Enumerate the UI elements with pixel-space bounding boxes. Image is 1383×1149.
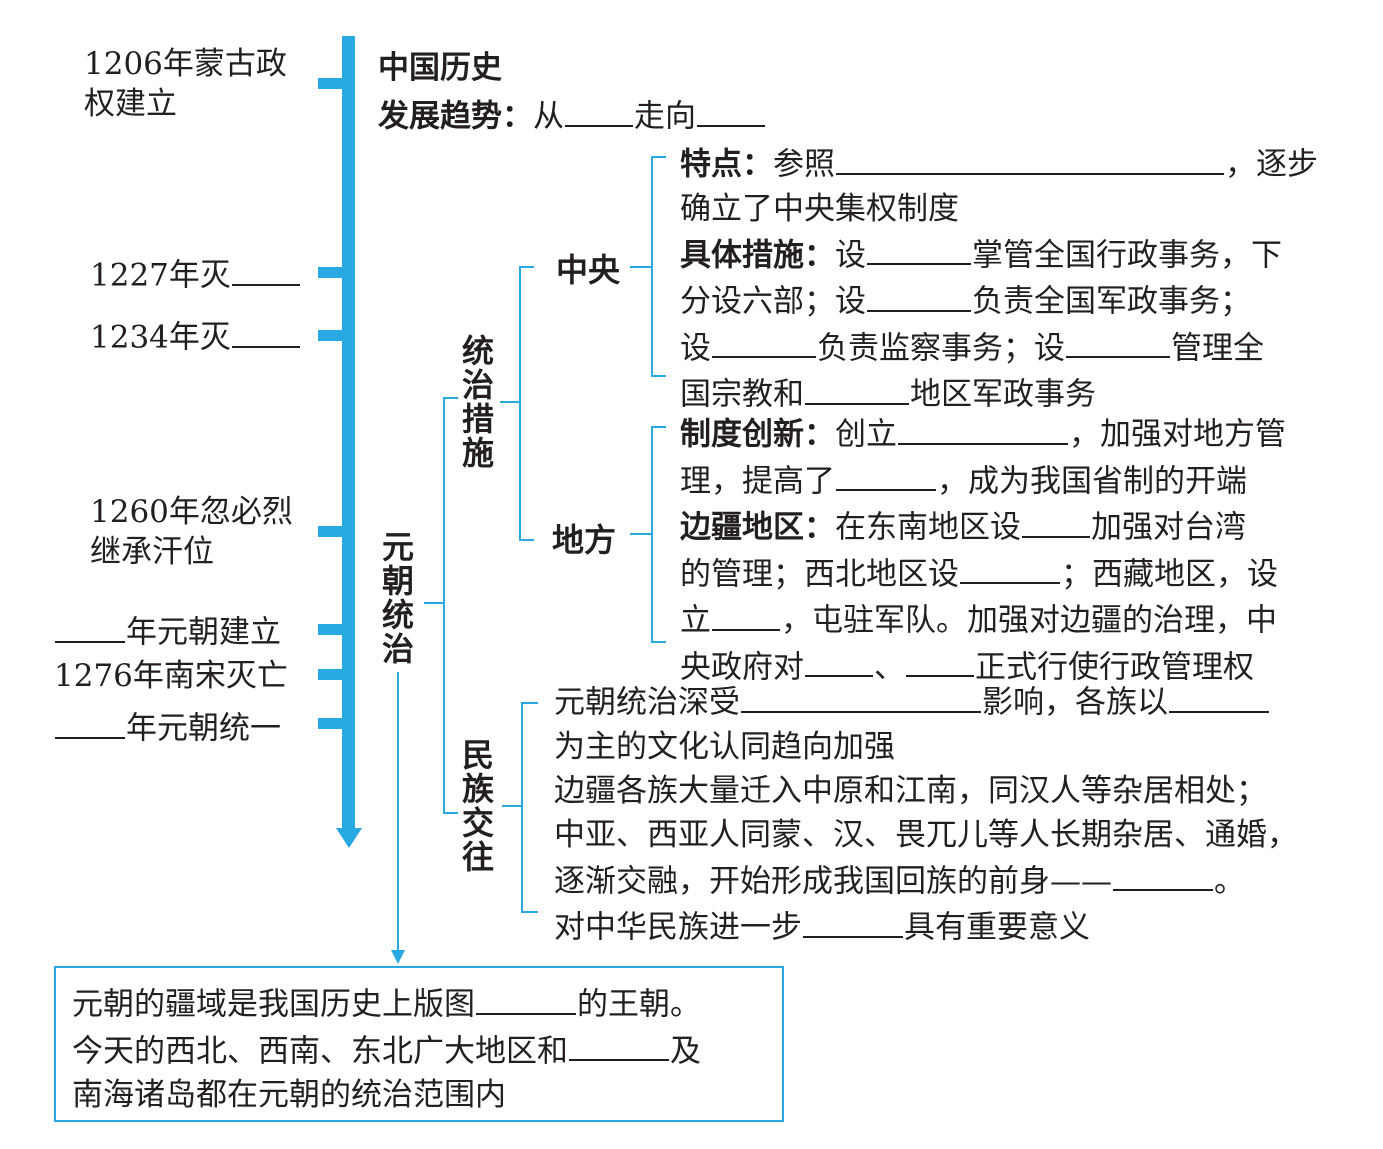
- timeline-tick: [318, 718, 344, 729]
- ethnic-line3: 边疆各族大量迁入中原和江南，同汉人等杂居相处；: [554, 772, 1267, 809]
- event-1234: 1234年灭: [90, 313, 301, 358]
- local-frontier-line2: 的管理；西北地区设；西藏地区，设: [680, 550, 1286, 597]
- central-measures-line1: 具体措施：设掌管全国行政事务，下: [680, 231, 1318, 278]
- ethnic-line6: 对中华民族进一步具有重要意义: [554, 903, 1298, 950]
- blank: [906, 643, 974, 678]
- central-measures-line3: 设负责监察事务；设管理全: [680, 324, 1318, 371]
- label-ethnic: 民 族 交 往: [461, 736, 494, 876]
- bracket-lines: [397, 156, 666, 952]
- blank: [960, 550, 1060, 585]
- label-yuan-rule: 元 朝 统 治: [381, 528, 414, 668]
- blank: [867, 277, 971, 312]
- blank: [1169, 678, 1269, 713]
- local-innov-line2: 理，提高了，成为我国省制的开端: [680, 457, 1286, 504]
- blank: [836, 457, 936, 492]
- blank: [231, 313, 300, 348]
- ethnic-block: 元朝统治深受影响，各族以 为主的文化认同趋向加强 边疆各族大量迁入中原和江南，同…: [554, 678, 1298, 950]
- blank: [697, 92, 765, 127]
- blank: [836, 140, 1224, 175]
- event-1260-line1: 1260年忽必烈: [90, 494, 293, 530]
- ethnic-line4: 中亚、西亚人同蒙、汉、畏兀儿等人长期杂居、通婚，: [554, 816, 1298, 853]
- event-1206-line1: 1206年蒙古政: [84, 46, 287, 82]
- local-innov-line1: 制度创新：创立，加强对地方管: [680, 410, 1286, 457]
- blank: [803, 903, 903, 938]
- blank: [712, 324, 816, 359]
- summary-line1: 元朝的疆域是我国历史上版图的王朝。: [72, 980, 766, 1027]
- event-1260: 1260年忽必烈 继承汗位: [90, 492, 293, 572]
- label-local: 地方: [552, 521, 617, 559]
- central-measures-line4: 国宗教和地区军政事务: [680, 370, 1318, 417]
- label-governance: 统 治 措 施: [461, 332, 494, 472]
- label-central: 中央: [556, 251, 621, 289]
- timeline-tick: [318, 78, 344, 89]
- blank: [805, 643, 873, 678]
- blank: [476, 980, 576, 1015]
- local-frontier-line4: 央政府对、正式行使行政管理权: [680, 643, 1286, 690]
- blank: [231, 251, 300, 286]
- local-frontier-line1: 边疆地区：在东南地区设加强对台湾: [680, 503, 1286, 550]
- blank: [55, 704, 125, 739]
- timeline-tick: [318, 669, 344, 680]
- ethnic-line1: 元朝统治深受影响，各族以: [554, 678, 1298, 725]
- timeline-tick: [318, 267, 344, 278]
- event-yuan-founded: 年元朝建立: [54, 608, 281, 653]
- summary-box: 元朝的疆域是我国历史上版图的王朝。 今天的西北、西南、东北广大地区和及 南海诸岛…: [54, 966, 784, 1122]
- central-feature-line1: 特点：参照，逐步: [680, 140, 1318, 187]
- summary-line3: 南海诸岛都在元朝的统治范围内: [72, 1077, 506, 1114]
- blank: [712, 596, 780, 631]
- event-1260-line2: 继承汗位: [90, 534, 214, 570]
- blank: [1022, 503, 1090, 538]
- blank: [867, 231, 971, 266]
- header-trend: 发展趋势：从走向: [378, 92, 766, 137]
- ethnic-line5: 逐渐交融，开始形成我国回族的前身——。: [554, 857, 1298, 904]
- blank: [1066, 324, 1170, 359]
- summary-line2: 今天的西北、西南、东北广大地区和及: [72, 1027, 766, 1074]
- blank: [569, 1027, 669, 1062]
- event-1206-line2: 权建立: [84, 86, 177, 122]
- timeline-tick: [318, 526, 344, 537]
- blank: [565, 92, 633, 127]
- local-block: 制度创新：创立，加强对地方管 理，提高了，成为我国省制的开端 边疆地区：在东南地…: [680, 410, 1286, 689]
- event-1276: 1276年南宋灭亡: [54, 658, 288, 694]
- blank: [55, 608, 125, 643]
- central-block: 特点：参照，逐步 确立了中央集权制度 具体措施：设掌管全国行政事务，下 分设六部…: [680, 140, 1318, 417]
- event-yuan-unified: 年元朝统一: [54, 704, 281, 749]
- event-1227: 1227年灭: [90, 251, 301, 296]
- blank: [741, 678, 981, 713]
- blank: [898, 410, 1068, 445]
- central-feature-line2: 确立了中央集权制度: [680, 190, 959, 227]
- header-title: 中国历史: [378, 50, 502, 86]
- down-arrowhead: [391, 950, 405, 964]
- local-frontier-line3: 立，屯驻军队。加强对边疆的治理，中: [680, 596, 1286, 643]
- timeline-bar: [342, 36, 355, 834]
- timeline-tick: [318, 330, 344, 341]
- ethnic-line2: 为主的文化认同趋向加强: [554, 728, 895, 765]
- blank: [1113, 857, 1213, 892]
- blank: [805, 370, 909, 405]
- timeline-tick: [318, 624, 344, 635]
- central-measures-line2: 分设六部；设负责全国军政事务；: [680, 277, 1318, 324]
- event-1206: 1206年蒙古政 权建立: [84, 44, 287, 124]
